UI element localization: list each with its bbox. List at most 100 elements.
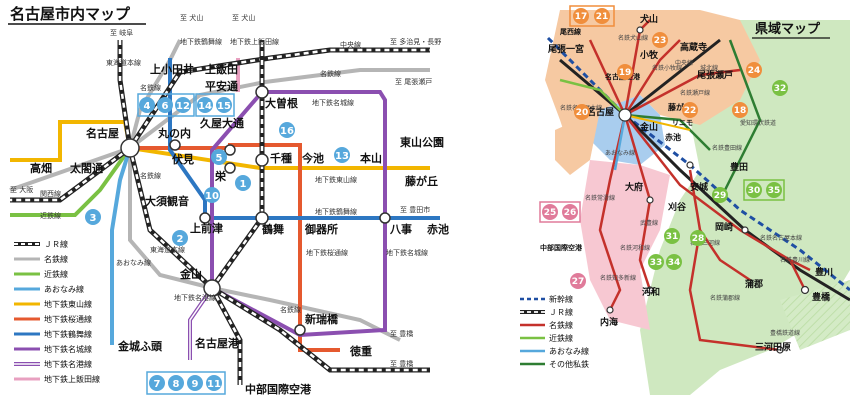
legend-label: その他私鉄: [549, 359, 589, 369]
left-legend: ＪＲ線 名鉄線 近鉄線 あおなみ線 地下鉄東山線 地下鉄桜通線 地下鉄鶴舞線 地…: [14, 239, 100, 384]
place-label: 岡崎: [715, 221, 733, 233]
line-labels: 名鉄線 東海道本線 中央線 名鉄線 地下鉄名城線 地下鉄東山線 地下鉄鶴舞線 地…: [40, 37, 428, 314]
place-label: 犬山: [639, 13, 658, 25]
place-label: 尾張一宮: [547, 43, 584, 55]
destination-label: 至 尾張瀬戸: [395, 77, 432, 86]
station-label: 上小田井: [150, 62, 194, 76]
right-badges: 17 21 23 19 20 24 18 22 32 29 30 35 31 2…: [539, 5, 788, 289]
station-label: 丸の内: [157, 126, 191, 140]
legend-label: 地下鉄桜通線: [44, 314, 92, 324]
line-label: 名鉄豊川線: [780, 256, 810, 264]
badge-number: 23: [654, 36, 667, 46]
place-label: 三河田原: [755, 341, 791, 353]
line-label: 名鉄線: [320, 69, 341, 78]
line-label: 関西線: [40, 189, 61, 198]
line-label: 城北線: [700, 64, 718, 72]
legend-label: 地下鉄東山線: [44, 299, 92, 309]
right-legend: 新幹線 ＪＲ線 名鉄線 近鉄線 あおなみ線 その他私鉄: [520, 294, 589, 369]
badge-number: 27: [572, 277, 585, 287]
badge-number: 20: [576, 108, 589, 118]
station-label: 栄: [214, 169, 227, 183]
badge-number: 6: [162, 101, 169, 112]
legend-label: 近鉄線: [44, 269, 68, 279]
badge-number: 19: [619, 68, 632, 78]
legend-label: あおなみ線: [549, 346, 589, 356]
badge-number: 25: [544, 208, 557, 218]
line-label: 名鉄知多新線: [600, 274, 636, 282]
line-label: 地下鉄鶴舞線: [315, 207, 357, 216]
badge-number: 9: [192, 379, 199, 390]
line-label: 地下鉄名城線: [386, 248, 428, 257]
station-label: 藤が丘: [405, 174, 438, 188]
station-label: 大須観音: [145, 194, 189, 208]
station-label: 高畑: [30, 161, 52, 175]
place-label: リニモ: [672, 119, 693, 127]
legend-label: ＪＲ線: [549, 307, 573, 317]
destination-label: 至 犬山: [232, 13, 255, 22]
destination-labels: 至 岐阜 至 犬山 至 犬山 至 多治見・長野 至 尾張瀬戸 至 大阪 至 豊田…: [10, 13, 441, 368]
badge-number: 15: [217, 101, 231, 112]
right-map-title: 県域マップ: [755, 21, 821, 37]
destination-label: 至 犬山: [180, 13, 203, 22]
left-map: 名古屋市内マップ: [8, 5, 449, 396]
legend-label: 地下鉄名港線: [44, 359, 92, 369]
station-label: 金山: [179, 267, 202, 281]
legend-label: 名鉄線: [549, 320, 573, 330]
station-label: 赤池: [427, 222, 449, 236]
station-label: 上前津: [190, 221, 223, 235]
line-label: 武豊線: [640, 219, 658, 227]
place-label: 尾西線: [559, 27, 581, 36]
left-map-title: 名古屋市内マップ: [10, 5, 131, 23]
place-label: 藤が丘: [667, 102, 692, 112]
badge-number: 21: [596, 12, 609, 22]
line-label: 名鉄線: [140, 171, 161, 180]
right-station-markers: [606, 26, 810, 354]
station-label: 伏見: [172, 152, 194, 166]
badge-number: 18: [734, 106, 747, 116]
badge-number: 33: [650, 258, 663, 268]
station-label: 千種: [270, 151, 292, 165]
legend-label: 地下鉄上飯田線: [44, 374, 100, 384]
destination-label: 至 多治見・長野: [390, 37, 441, 46]
badge-number: 13: [335, 151, 349, 162]
line-label: 中央線: [340, 40, 361, 49]
place-label: 尾張瀬戸: [696, 69, 733, 81]
line-label: 名鉄瀬戸線: [680, 89, 710, 97]
badge-number: 17: [575, 12, 588, 22]
line-label: あおなみ線: [605, 149, 635, 157]
place-label: 金山: [639, 121, 658, 133]
place-label: 中部国際空港: [540, 243, 583, 252]
badge-number: 26: [564, 208, 577, 218]
line-label: 地下鉄上飯田線: [230, 37, 279, 46]
badge-number: 32: [774, 84, 787, 94]
right-lines: [546, 19, 850, 352]
badge-number: 34: [668, 258, 681, 268]
line-label: 東海道本線: [150, 245, 185, 254]
line-label: 名鉄名古屋本線: [760, 234, 802, 242]
place-label: 豊川: [815, 266, 833, 278]
line-label: 地下鉄名港線: [174, 293, 216, 302]
badge-number: 8: [173, 379, 180, 390]
station-label: 平安通: [205, 79, 238, 93]
line-label: あおなみ線: [116, 258, 151, 267]
destination-label: 至 岐阜: [110, 28, 133, 37]
number-badges: 4 6 12 14 15 16 5 1 13 10 2 3 7 8 9 11: [85, 93, 350, 395]
line-label: 地下鉄桜通線: [306, 248, 348, 257]
place-label: 蒲郡: [745, 278, 763, 290]
line-label: 名鉄三河線: [690, 239, 720, 247]
legend-label: 地下鉄名城線: [44, 344, 92, 354]
legend-label: 地下鉄鶴舞線: [44, 329, 92, 339]
badge-number: 3: [90, 213, 97, 224]
station-label: 金城ふ頭: [117, 339, 163, 353]
city-region: [590, 95, 665, 165]
badge-number: 7: [154, 379, 161, 390]
aonami-line: [110, 147, 132, 345]
line-label: 豊橋鉄道線: [770, 329, 800, 337]
badge-number: 24: [748, 66, 761, 76]
place-label: 豊橋: [812, 291, 831, 303]
line-label: 愛知環状鉄道: [740, 119, 776, 127]
badge-number: 5: [216, 153, 223, 164]
station-label: 東山公園: [400, 135, 444, 149]
kintetsu-line: [10, 146, 132, 217]
